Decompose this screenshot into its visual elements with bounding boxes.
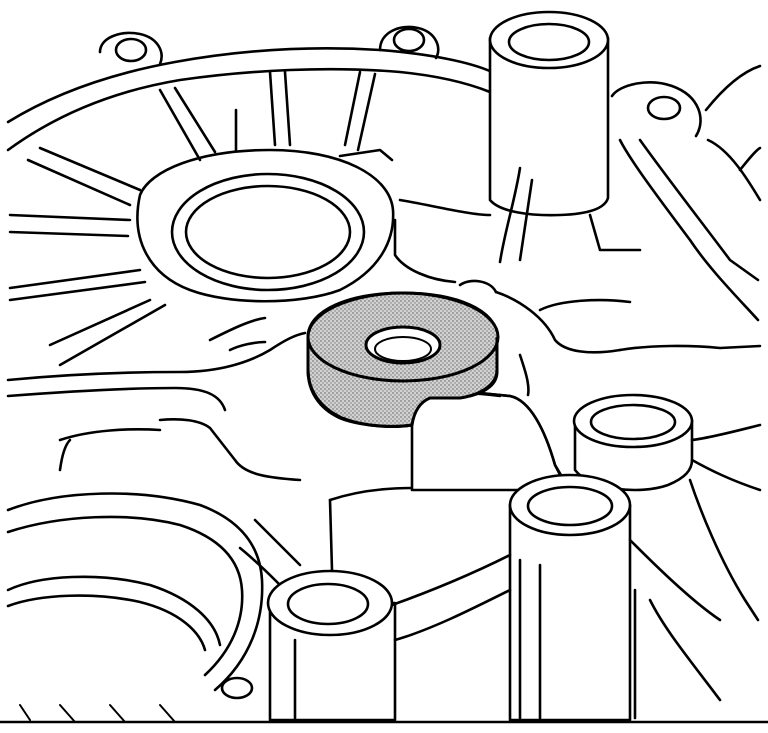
right-post <box>572 393 762 492</box>
lower-bore <box>6 492 264 723</box>
housing-flange <box>6 25 762 202</box>
housing-ribs <box>8 70 377 367</box>
lower-center-post <box>508 473 760 722</box>
bolt-holes <box>114 27 682 700</box>
washer-highlight <box>306 291 500 429</box>
case-surfaces <box>6 198 762 587</box>
upper-post <box>488 10 760 322</box>
lower-left-post <box>266 553 512 722</box>
bearing-boss <box>136 148 395 303</box>
